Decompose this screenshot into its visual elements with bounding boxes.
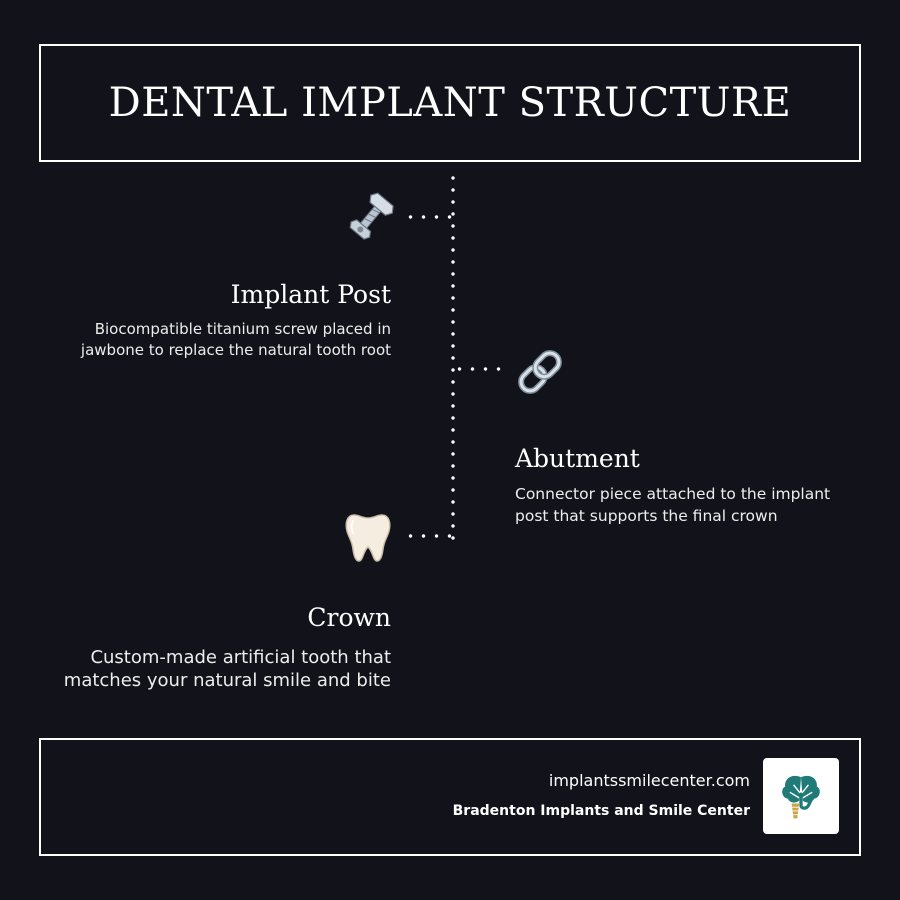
connector-dots-implant-post	[404, 215, 454, 219]
description-line: matches your natural smile and bite	[63, 670, 391, 692]
footer: implantssmilecenter.com Bradenton Implan…	[39, 738, 861, 856]
connector-dots-abutment	[453, 367, 503, 371]
tree-tooth-logo-icon	[763, 758, 839, 834]
description-line: post that supports the final crown	[515, 506, 778, 525]
company-name: Bradenton Implants and Smile Center	[452, 803, 750, 819]
step-title-implant-post: Implant Post	[230, 280, 391, 309]
page-title: DENTAL IMPLANT STRUCTURE	[108, 80, 792, 126]
timeline-line	[451, 172, 455, 540]
chain-link-icon	[512, 344, 568, 400]
step-description-implant-post: Biocompatible titanium screw placed in j…	[81, 319, 391, 361]
step-description-crown: Custom-made artificial tooth that matche…	[64, 646, 391, 693]
connector-dots-crown	[404, 534, 454, 538]
description-line: Custom-made artificial tooth that	[90, 647, 391, 668]
step-description-abutment: Connector piece attached to the implant …	[515, 484, 830, 527]
description-line: Connector piece attached to the implant	[515, 485, 831, 503]
description-line: Biocompatible titanium screw placed in	[94, 320, 391, 338]
nut-and-bolt-icon	[342, 190, 398, 246]
website-link[interactable]: implantssmilecenter.com	[548, 771, 750, 790]
title-box: DENTAL IMPLANT STRUCTURE	[39, 44, 861, 162]
step-title-crown: Crown	[307, 603, 391, 632]
description-line: jawbone to replace the natural tooth roo…	[80, 341, 391, 359]
step-title-abutment: Abutment	[515, 444, 640, 473]
tooth-icon	[340, 507, 396, 563]
